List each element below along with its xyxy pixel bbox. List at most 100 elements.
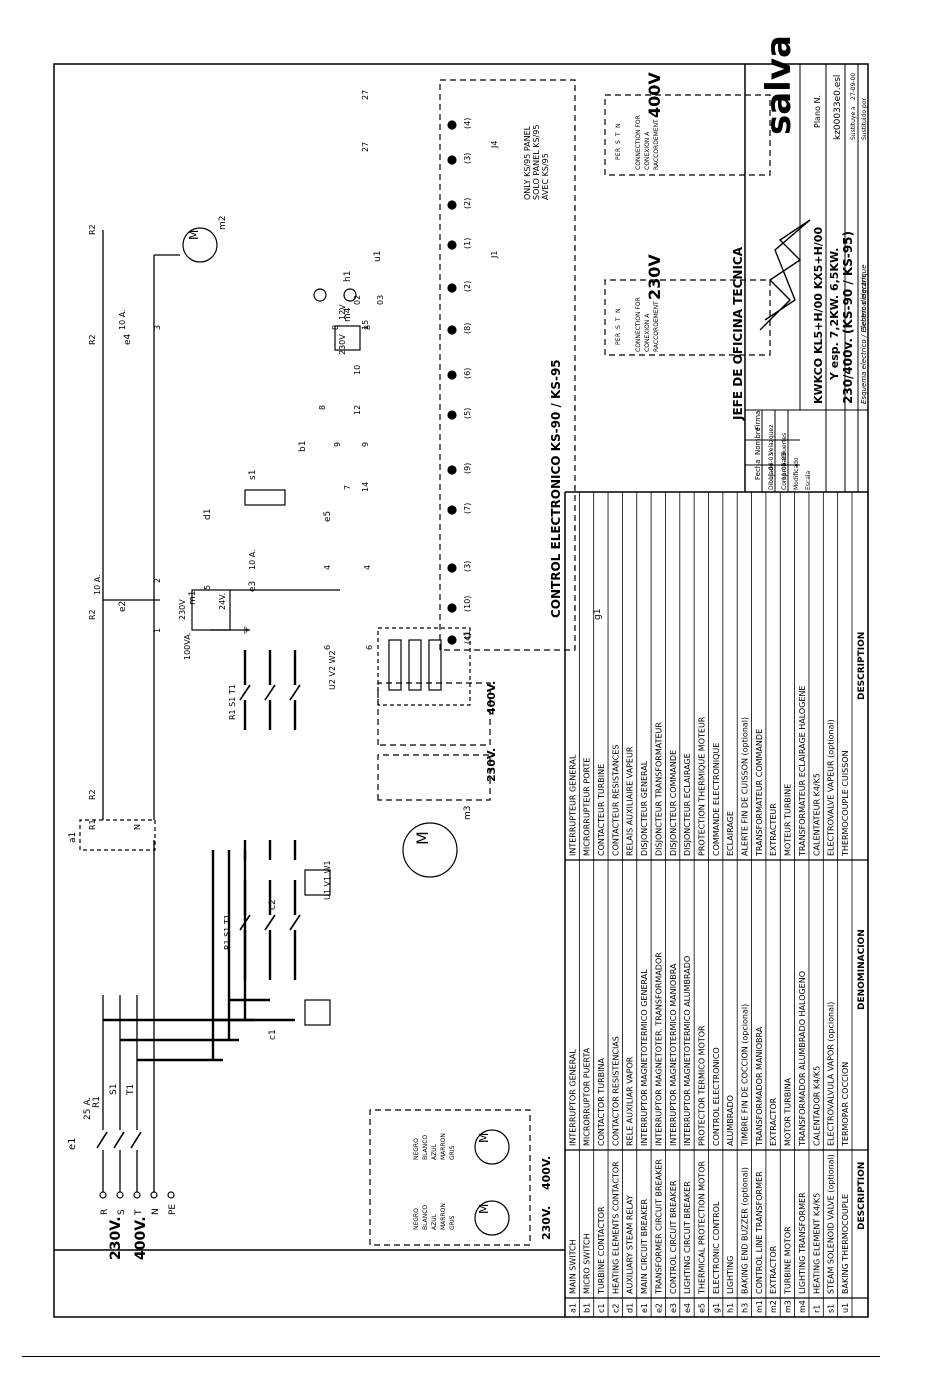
legend-code: e5: [697, 1303, 706, 1313]
connection-400-caption: CONEXION A: [644, 131, 651, 170]
breaker-contact: [96, 1131, 108, 1149]
legend-en-text: LIGHTING: [726, 1256, 735, 1294]
heater-element: [408, 639, 422, 691]
legend-es-text: INTERRUPTOR MAGNETOTERMICO MANIOBRA: [669, 963, 678, 1146]
control-terminal: [447, 465, 457, 475]
legend-es-text: EXTRACTOR: [769, 1097, 778, 1146]
motor-400-wire-label: AZUL: [431, 1143, 438, 1160]
page-footer-rule: [22, 1356, 880, 1357]
breaker-contact: [130, 1131, 142, 1149]
legend-code: b1: [583, 1303, 592, 1313]
legend-en-text: BAKING END BUZZER (optional): [741, 1167, 750, 1294]
legend-code: c1: [597, 1304, 606, 1314]
supply-terminal-label: S: [117, 1209, 127, 1215]
only-note: ONLY KS/95 PANEL: [523, 125, 532, 200]
control-terminal-number: (5): [463, 408, 472, 419]
legend-table: [564, 492, 869, 1317]
only-note: AVEC KS/95: [541, 153, 550, 200]
h1-label: h1: [343, 271, 353, 282]
heater-element: [388, 639, 402, 691]
e5-label: e5: [323, 511, 333, 522]
legend-fr-text: CONTACTEUR RESISTANCES: [611, 744, 620, 856]
legend-en-text: CONTROL LINE TRANSFORMER: [755, 1171, 764, 1294]
control-terminal-number: (9): [463, 463, 472, 474]
legend-fr-text: ALERTE FIN DE CUISSON (optional): [741, 717, 750, 856]
bridge-400-label: 400V.: [485, 681, 498, 715]
contact: [239, 914, 251, 931]
legend-code: a1: [568, 1303, 577, 1313]
wire-number: 4: [363, 565, 372, 570]
motor-400-icon: [474, 1129, 510, 1165]
contact: [289, 684, 301, 701]
motor-400-wire-label: GRIS: [449, 1145, 456, 1160]
wire-number: 1: [153, 628, 162, 633]
control-terminal-number: (7): [463, 503, 472, 514]
title-plano: kz00033e0.esl: [833, 75, 843, 140]
wire-number: 03: [376, 295, 385, 305]
wire-number: 7: [343, 485, 352, 490]
m2-symbol: M: [187, 230, 201, 240]
motor-m2: [182, 227, 218, 263]
wire-number: 02: [353, 295, 362, 305]
connection-400-terminal: N: [615, 124, 622, 129]
wire-number: 3: [153, 325, 162, 330]
motor-230-wire-label: MARRON: [440, 1203, 447, 1230]
legend-en-text: LIGHTING CIRCUIT BREAKER: [683, 1181, 692, 1294]
jumper-j1: J1: [490, 251, 499, 259]
control-terminal-number: (6): [463, 368, 472, 379]
legend-en-text: AUXILIARY STEAM RELAY: [626, 1195, 635, 1294]
control-terminal-number: (3): [463, 153, 472, 164]
m4-secondary: 12V: [338, 304, 347, 320]
legend-es-text: TERMOPAR COCCION: [841, 1062, 850, 1147]
s1-label: s1: [248, 470, 258, 480]
control-terminal-number: (8): [463, 323, 472, 334]
jumper-j4: J4: [490, 141, 499, 149]
contact: [264, 684, 276, 701]
connection-230-caption: CONNECTION FOR: [635, 297, 642, 352]
legend-es-text: TRANSFORMADOR ALUMBRADO HALOGENO: [798, 971, 807, 1147]
e3-rating: 10 A.: [248, 549, 257, 570]
legend-en-text: TURBINE MOTOR: [784, 1226, 793, 1295]
a1-n: N: [133, 824, 142, 830]
supply-terminal-label: T: [134, 1209, 144, 1216]
control-terminal-number: (2): [463, 198, 472, 209]
connection-230-caption: RACCORDEMENT: [653, 301, 660, 352]
signature: [759, 219, 811, 331]
legend-fr-text: MOTEUR TURBINE: [784, 784, 793, 856]
legend-fr-text: DISJONCTEUR ECLAIRAGE: [683, 753, 692, 856]
legend-code: m4: [798, 1300, 807, 1313]
supply-230: 230V.: [108, 1216, 124, 1260]
m1-primary: 230V: [178, 599, 187, 620]
supply-terminal: [133, 1191, 141, 1199]
legend-fr-text: COMMANDE ELECTRONIQUE: [712, 743, 721, 856]
title-model: KWKCO KL5+H/00 KX5+H/00: [812, 227, 825, 404]
connection-230-voltage: 230V: [645, 254, 664, 300]
u1-label: u1: [373, 251, 383, 262]
e4-rating: 10 A.: [118, 309, 127, 330]
control-terminal-number: (10): [463, 596, 472, 612]
legend-en-text: MAIN CIRCUIT BREAKER: [640, 1199, 649, 1294]
control-terminal: [447, 283, 457, 293]
legend-es-text: CONTACTOR RESISTENCIAS: [611, 1036, 620, 1146]
legend-en-footer: DESCRIPTION: [857, 1162, 867, 1230]
wire-number: 14: [361, 482, 370, 492]
control-terminal: [447, 563, 457, 573]
legend-es-text: INTERRUPTOR MAGNETOTERMICO GENERAL: [640, 969, 649, 1146]
contact: [289, 914, 301, 931]
motor-m3-symbol: M: [413, 831, 432, 845]
motor-230-wire-label: AZUL: [431, 1213, 438, 1230]
control-terminal-number: (2): [463, 281, 472, 292]
legend-en-text: HEATING ELEMENTS CONTACTOR: [611, 1161, 620, 1294]
only-note: SOLO PANEL KS/95: [532, 125, 541, 200]
legend-es-text: ALUMBRADO: [726, 1095, 735, 1146]
title-firma: Firma: [754, 411, 762, 430]
wire-number: 27: [361, 90, 370, 100]
legend-en-text: MICRO SWITCH: [583, 1233, 592, 1294]
connection-400-terminal: PE: [615, 152, 622, 160]
title-scheme2: Schema electrique: [860, 264, 868, 330]
title-comprobado: Comprobado: [781, 451, 788, 490]
control-terminal: [447, 155, 457, 165]
connection-400-caption: RACCORDEMENT: [653, 119, 660, 170]
legend-en-text: STEAM SOLENOID VALVE (optional): [827, 1154, 836, 1294]
connection-400-voltage: 400V: [645, 72, 664, 118]
